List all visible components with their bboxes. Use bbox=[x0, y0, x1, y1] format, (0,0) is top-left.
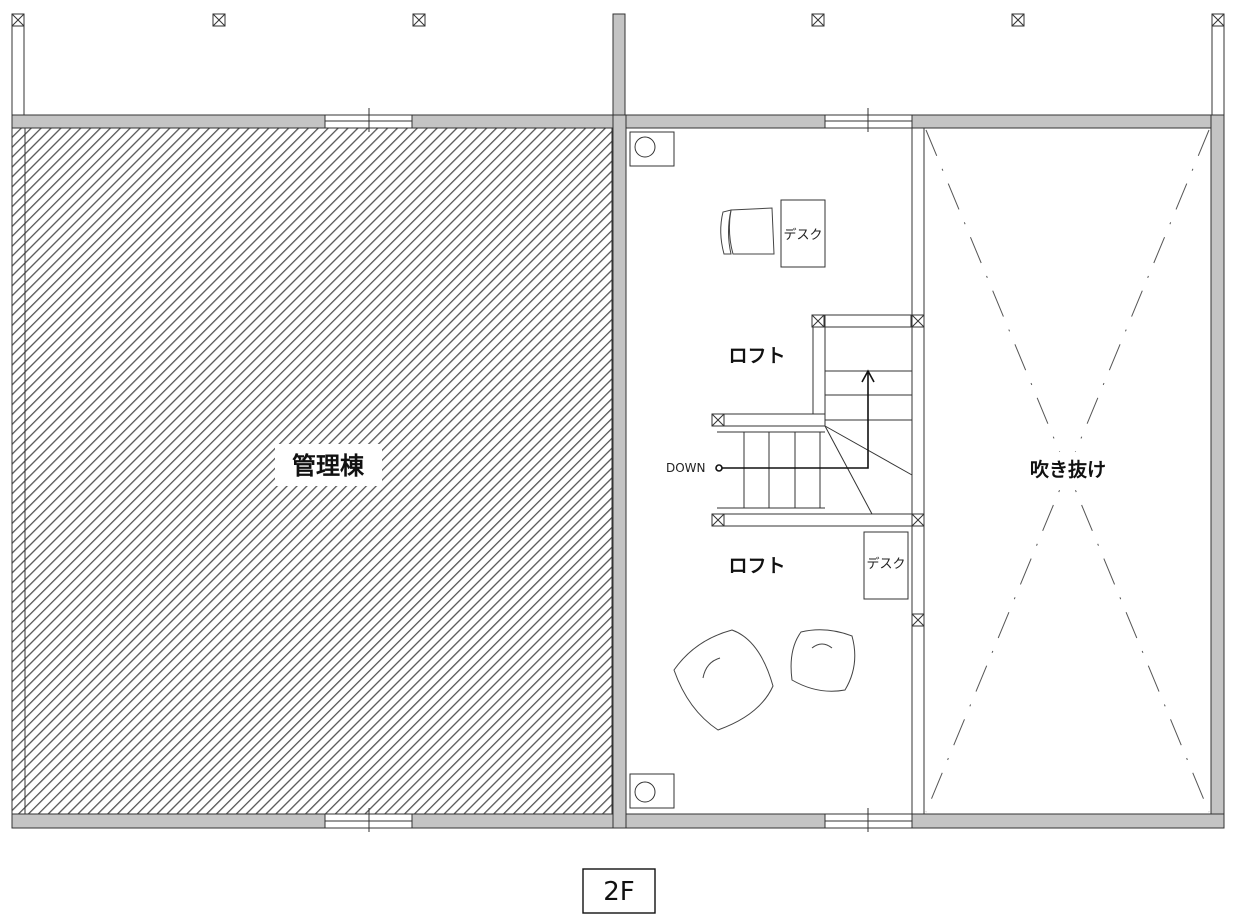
cushion-chair-small bbox=[790, 629, 856, 692]
void-label-bg bbox=[1022, 452, 1114, 484]
floor-indicator-label: 2F bbox=[603, 877, 635, 907]
post-marker bbox=[11, 13, 25, 27]
loft-upper-label: ロフト bbox=[728, 345, 785, 367]
post-marker bbox=[711, 413, 725, 427]
desk-upper bbox=[780, 199, 826, 268]
equipment bbox=[629, 131, 675, 809]
window bbox=[324, 808, 413, 832]
upper-walls bbox=[11, 13, 1225, 116]
post-marker bbox=[911, 513, 925, 527]
post-marker bbox=[811, 314, 825, 328]
water-heater-box bbox=[629, 773, 675, 809]
window bbox=[824, 108, 913, 132]
floor-indicator-box bbox=[582, 868, 656, 914]
post-marker bbox=[212, 13, 226, 27]
void-label: 吹き抜け bbox=[1030, 458, 1106, 481]
window bbox=[324, 108, 413, 132]
admin-building-label: 管理棟 bbox=[292, 452, 365, 480]
desk-lower bbox=[863, 531, 909, 600]
water-heater-box bbox=[629, 131, 675, 167]
lounge-chairs bbox=[673, 629, 856, 731]
exterior-posts bbox=[11, 13, 1225, 27]
chair-upper bbox=[720, 207, 775, 255]
loft-lower-label: ロフト bbox=[728, 555, 785, 577]
loft-void-divider bbox=[911, 127, 925, 815]
post-marker bbox=[711, 513, 725, 527]
walls bbox=[11, 114, 1225, 829]
stair-direction-arrow bbox=[715, 369, 875, 472]
post-marker bbox=[412, 13, 426, 27]
post-marker bbox=[1011, 13, 1025, 27]
post-marker bbox=[811, 13, 825, 27]
admin-label-bg bbox=[275, 444, 382, 486]
post-marker bbox=[1211, 13, 1225, 27]
post-marker bbox=[911, 314, 925, 328]
cushion-chair-large bbox=[673, 629, 774, 731]
windows bbox=[324, 108, 913, 832]
stair-down-label: DOWN bbox=[666, 461, 706, 475]
desk-lower-label: デスク bbox=[866, 556, 905, 572]
post-marker bbox=[911, 613, 925, 627]
desk-upper-label: デスク bbox=[783, 227, 822, 243]
stair-posts bbox=[711, 314, 925, 627]
window bbox=[824, 808, 913, 832]
